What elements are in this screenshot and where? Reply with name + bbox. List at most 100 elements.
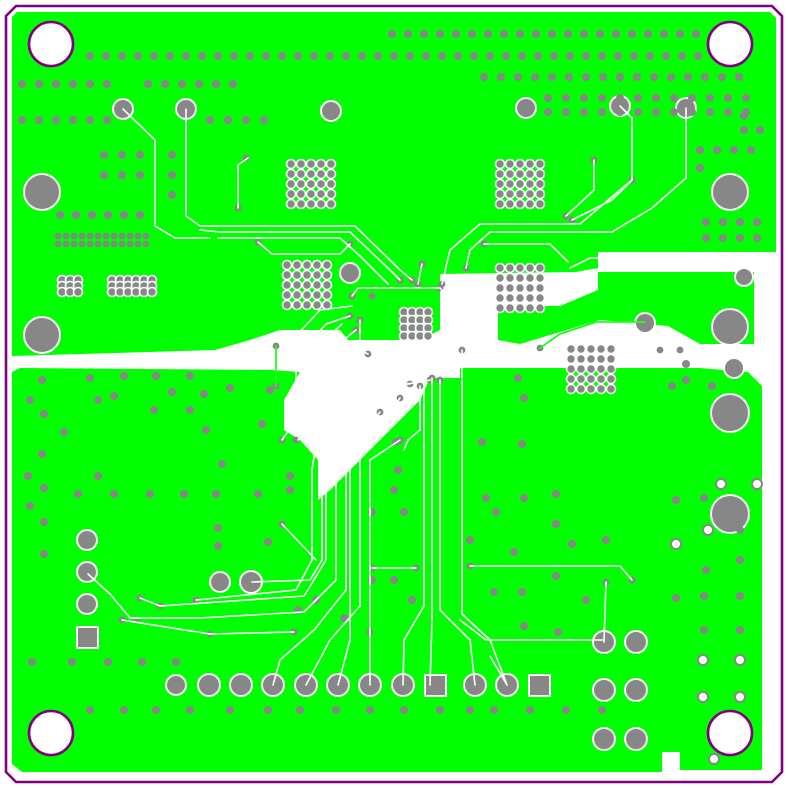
via-grid-top-left [315, 168, 327, 180]
via-grid-right [565, 383, 577, 395]
via [218, 460, 226, 468]
via [86, 80, 94, 88]
via [502, 52, 510, 60]
via [490, 588, 498, 596]
via [126, 240, 134, 248]
via-grid-right [585, 363, 597, 375]
via-grid-top-left [295, 188, 307, 200]
via [668, 382, 676, 390]
via [662, 52, 670, 60]
via-grid-mid-left [311, 259, 323, 271]
via [700, 592, 708, 600]
via-grid-mid-right [524, 262, 536, 274]
via [56, 211, 64, 219]
via-grid-top-left [325, 178, 337, 190]
via [742, 94, 750, 102]
via [78, 232, 86, 240]
via-grid-mid-left [301, 259, 313, 271]
via [616, 94, 624, 102]
via-grid-mid-right [514, 272, 526, 284]
via-grid-mid-right [524, 272, 536, 284]
via [650, 73, 658, 81]
via-grid-mid-right [524, 292, 536, 304]
via-grid-mid-left [321, 269, 333, 281]
via [708, 382, 716, 390]
via [100, 171, 108, 179]
via-grid-top-left [285, 168, 297, 180]
via-grid-mid-left [301, 269, 313, 281]
via [602, 536, 610, 544]
via-grid-top-left [285, 158, 297, 170]
via [568, 540, 576, 548]
via-grid-mid-right [534, 282, 546, 294]
via [562, 706, 570, 714]
via-grid-mid-right [494, 302, 506, 314]
via-grid-top-right [504, 168, 516, 180]
via [470, 52, 478, 60]
via [390, 486, 398, 494]
via [520, 494, 528, 502]
via-grid-mid-left [281, 299, 293, 311]
via [150, 406, 158, 414]
via [616, 73, 624, 81]
via [118, 232, 126, 240]
via [180, 490, 188, 498]
via [86, 706, 94, 714]
via-grid-mid-left [281, 289, 293, 301]
via-grid-top-left [305, 168, 317, 180]
via [736, 626, 744, 634]
via-grid-top-left [325, 188, 337, 200]
via-grid-mid-left [291, 279, 303, 291]
via [214, 524, 222, 532]
via-grid-top-left [315, 188, 327, 200]
via-grid-top-right [494, 158, 506, 170]
via [136, 211, 144, 219]
via [702, 234, 710, 242]
via [390, 52, 398, 60]
via-grid-right [585, 373, 597, 385]
via [550, 52, 558, 60]
via [670, 94, 678, 102]
via [667, 73, 675, 81]
via-grid-mid-left [291, 299, 303, 311]
via [18, 116, 26, 124]
via [701, 73, 709, 81]
via [633, 73, 641, 81]
via-grid-top-right [534, 168, 546, 180]
via [86, 374, 94, 382]
via [394, 466, 402, 474]
mounting-hole-top-left [27, 20, 75, 68]
via [706, 94, 714, 102]
via-grid-top-right [504, 198, 516, 210]
via [634, 108, 642, 116]
via [138, 658, 146, 666]
mounting-hole-bottom-left [27, 709, 75, 757]
via [118, 151, 126, 159]
via-grid-right [585, 353, 597, 365]
via-grid-right [565, 343, 577, 355]
via [422, 52, 430, 60]
via [136, 151, 144, 159]
via [110, 392, 118, 400]
mounting-holes [27, 20, 754, 757]
via [74, 490, 82, 498]
via [136, 171, 144, 179]
via-grid-top-left [325, 158, 337, 170]
via-grid-top-left [325, 198, 337, 210]
via [482, 494, 490, 502]
via-grid-mid-right [534, 272, 546, 284]
via-grid-mid-left [311, 299, 323, 311]
via [700, 626, 708, 634]
via [688, 94, 696, 102]
via [696, 164, 704, 172]
via [262, 52, 270, 60]
via-grid-mid-right [504, 302, 516, 314]
via [152, 372, 160, 380]
via-grid-top-left [315, 198, 327, 210]
via-grid-right [585, 383, 597, 395]
via [94, 232, 102, 240]
via [612, 30, 620, 38]
via [736, 218, 744, 226]
via [254, 490, 262, 498]
via [497, 73, 505, 81]
